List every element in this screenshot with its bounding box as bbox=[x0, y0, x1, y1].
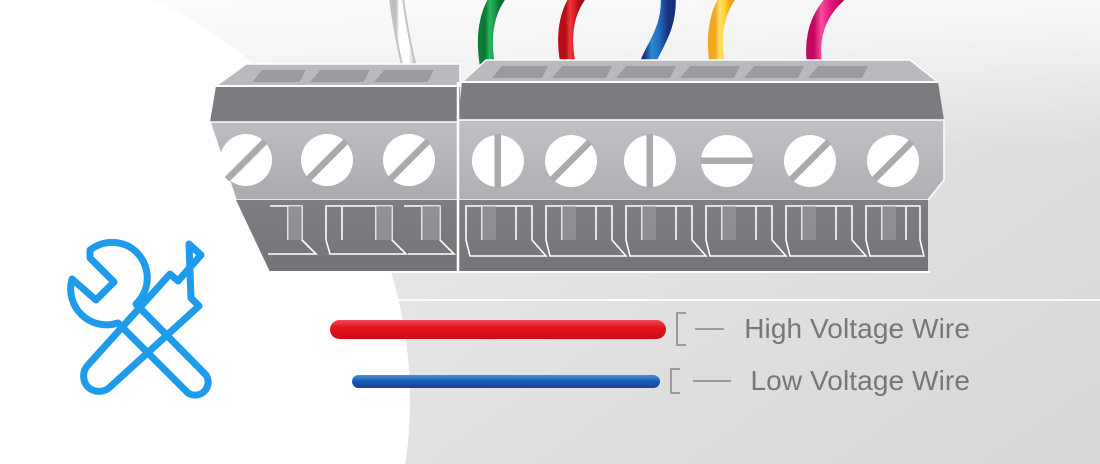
screw-4 bbox=[472, 134, 524, 188]
screw-3 bbox=[383, 134, 435, 186]
screw-9 bbox=[867, 135, 919, 187]
legend-high-voltage: High Voltage Wire bbox=[330, 306, 970, 352]
right-terminal-section bbox=[457, 59, 945, 272]
bracket-vline bbox=[676, 312, 678, 346]
left-terminal-section bbox=[208, 63, 461, 272]
legend-lead-line-high bbox=[694, 328, 725, 330]
tools-wrench-screwdriver-icon bbox=[67, 238, 212, 399]
legend: High Voltage Wire Low Voltage Wire bbox=[330, 300, 970, 410]
legend-bar-high-voltage bbox=[330, 319, 666, 339]
screw-1 bbox=[220, 134, 272, 186]
legend-low-voltage: Low Voltage Wire bbox=[330, 358, 970, 404]
legend-swatch-wrap-high bbox=[330, 319, 666, 339]
legend-label-high-voltage: High Voltage Wire bbox=[744, 313, 970, 344]
bracket-tip-top bbox=[676, 312, 686, 314]
screw-5 bbox=[545, 135, 597, 187]
bracket-tip-bottom bbox=[669, 392, 680, 394]
legend-bar-low-voltage bbox=[351, 374, 660, 388]
screw-8 bbox=[784, 135, 836, 187]
screw-6 bbox=[624, 134, 676, 188]
legend-bracket-high bbox=[676, 312, 693, 346]
bracket-tip-bottom bbox=[676, 344, 686, 346]
bracket-tip-top bbox=[669, 368, 680, 370]
legend-bracket-low bbox=[669, 368, 692, 394]
screw-7 bbox=[700, 135, 754, 187]
bracket-vline bbox=[669, 368, 672, 394]
screw-2 bbox=[301, 134, 353, 186]
legend-swatch-wrap-low bbox=[330, 374, 660, 388]
legend-label-low-voltage: Low Voltage Wire bbox=[750, 365, 970, 396]
legend-lead-line-low bbox=[693, 380, 731, 382]
